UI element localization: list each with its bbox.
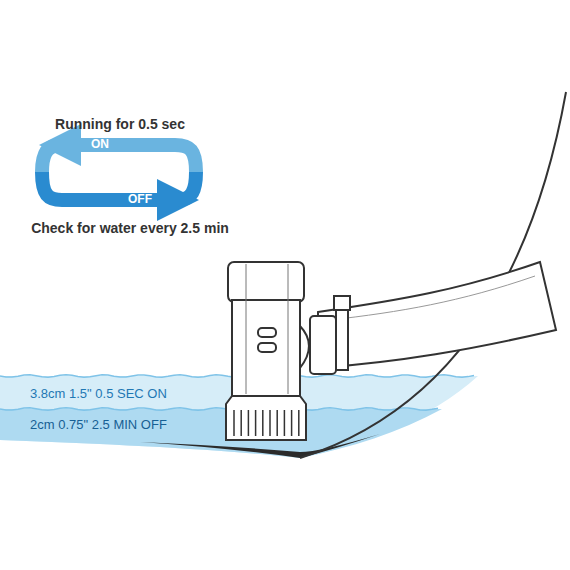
slot-line xyxy=(269,410,271,436)
slot-line xyxy=(284,410,286,436)
slot-line xyxy=(276,410,278,436)
body-seam xyxy=(246,264,247,394)
slot-line xyxy=(262,410,264,436)
outlet-nut xyxy=(310,316,336,374)
level-label: 2cm 0.75" 2.5 MIN OFF xyxy=(30,418,167,433)
pump-body xyxy=(232,300,300,396)
slot-line xyxy=(255,410,257,436)
slot-line xyxy=(291,410,293,436)
outlet-neck xyxy=(300,326,309,368)
hose-inner xyxy=(330,276,535,320)
cycle-note: Running for 0.5 sec xyxy=(55,116,185,132)
hull-line xyxy=(300,92,566,458)
water-lower xyxy=(0,409,442,458)
on-loop-tail xyxy=(42,145,60,172)
pump-cap xyxy=(228,262,304,302)
on-loop-arrow xyxy=(60,145,196,172)
clamp-screw xyxy=(334,296,350,310)
vent-slot xyxy=(258,328,276,337)
on-label: ON xyxy=(91,138,109,152)
slot-line xyxy=(233,410,235,436)
off-label: OFF xyxy=(128,193,152,207)
body-seam xyxy=(288,264,289,394)
slot-line xyxy=(240,410,242,436)
slot-line xyxy=(248,410,250,436)
off-loop-tail xyxy=(178,172,196,200)
hose xyxy=(318,262,556,368)
cycle-note: Check for water every 2.5 min xyxy=(31,220,229,236)
level-label: 3.8cm 1.5" 0.5 SEC ON xyxy=(30,387,167,402)
off-loop-arrow xyxy=(42,172,178,200)
vent-slot xyxy=(258,343,276,352)
slot-line xyxy=(298,410,300,436)
strainer-base xyxy=(226,396,306,440)
hose-clamp xyxy=(336,308,348,370)
water-line xyxy=(0,408,438,410)
strainer-slots xyxy=(234,410,299,436)
